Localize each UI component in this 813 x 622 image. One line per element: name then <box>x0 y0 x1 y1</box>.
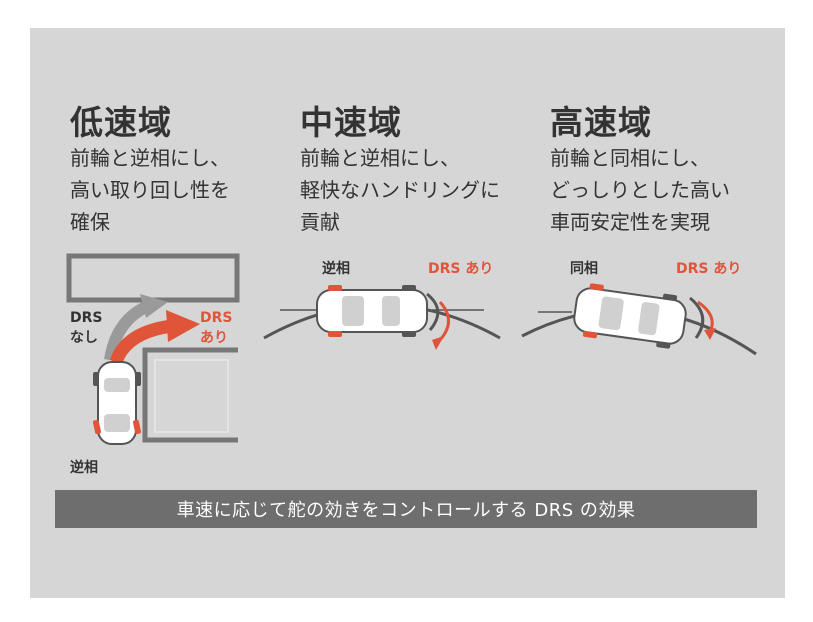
car-low-speed <box>92 361 142 445</box>
wall-corner <box>142 347 238 443</box>
high-speed-title: 高速域 <box>550 103 652 142</box>
wall-box-top <box>66 253 240 303</box>
mid-speed-description: 前輪と逆相にし、 軽快なハンドリングに 貢献 <box>300 142 500 238</box>
car-high-speed <box>573 283 687 349</box>
label-phase-high: 同相 <box>570 261 598 277</box>
desc-line: 確保 <box>70 210 110 234</box>
turn-arrow-red-head <box>432 336 444 350</box>
label-line: DRS <box>200 310 233 326</box>
high-speed-description: 前輪と同相にし、 どっしりとした高い 車両安定性を実現 <box>550 142 730 238</box>
arrow-no-drs <box>104 300 151 362</box>
arrow-drs-head <box>166 310 200 342</box>
desc-line: どっしりとした高い <box>550 178 730 202</box>
desc-line: 前輪と逆相にし、 <box>300 146 460 170</box>
desc-line: 軽快なハンドリングに <box>300 178 500 202</box>
turn-arrow-red-head <box>704 328 716 340</box>
caption-banner: 車速に応じて舵の効きをコントロールする DRS の効果 <box>55 490 757 528</box>
arrow-no-drs-head <box>140 294 168 318</box>
turn-arrow-gray <box>426 292 440 331</box>
label-line: なし <box>70 330 98 346</box>
car-mid-speed <box>316 285 428 337</box>
low-speed-title: 低速域 <box>70 103 172 142</box>
high-speed-diagram <box>521 283 757 356</box>
label-drs-on-mid: DRS あり <box>428 261 494 277</box>
desc-line: 車両安定性を実現 <box>550 210 710 234</box>
low-speed-description: 前輪と逆相にし、 高い取り回し性を 確保 <box>70 142 230 238</box>
label-drs-on-low: DRS あり <box>200 308 232 348</box>
mid-speed-diagram <box>263 285 501 350</box>
label-phase-mid: 逆相 <box>322 261 350 277</box>
label-line: あり <box>200 330 228 346</box>
mid-speed-title: 中速域 <box>300 103 402 142</box>
label-line: DRS <box>70 310 103 326</box>
desc-line: 前輪と同相にし、 <box>550 146 710 170</box>
arrow-drs <box>109 319 173 365</box>
label-drs-none: DRS なし <box>70 308 102 348</box>
desc-line: 貢献 <box>300 210 340 234</box>
label-drs-on-high: DRS あり <box>676 261 742 277</box>
desc-line: 高い取り回し性を <box>70 178 230 202</box>
desc-line: 前輪と逆相にし、 <box>70 146 230 170</box>
turn-arrow-red <box>436 300 450 344</box>
turn-arrow-gray <box>689 296 705 339</box>
low-speed-diagram <box>66 253 240 445</box>
wall-inner-line <box>154 359 229 433</box>
label-phase-low: 逆相 <box>70 460 98 476</box>
